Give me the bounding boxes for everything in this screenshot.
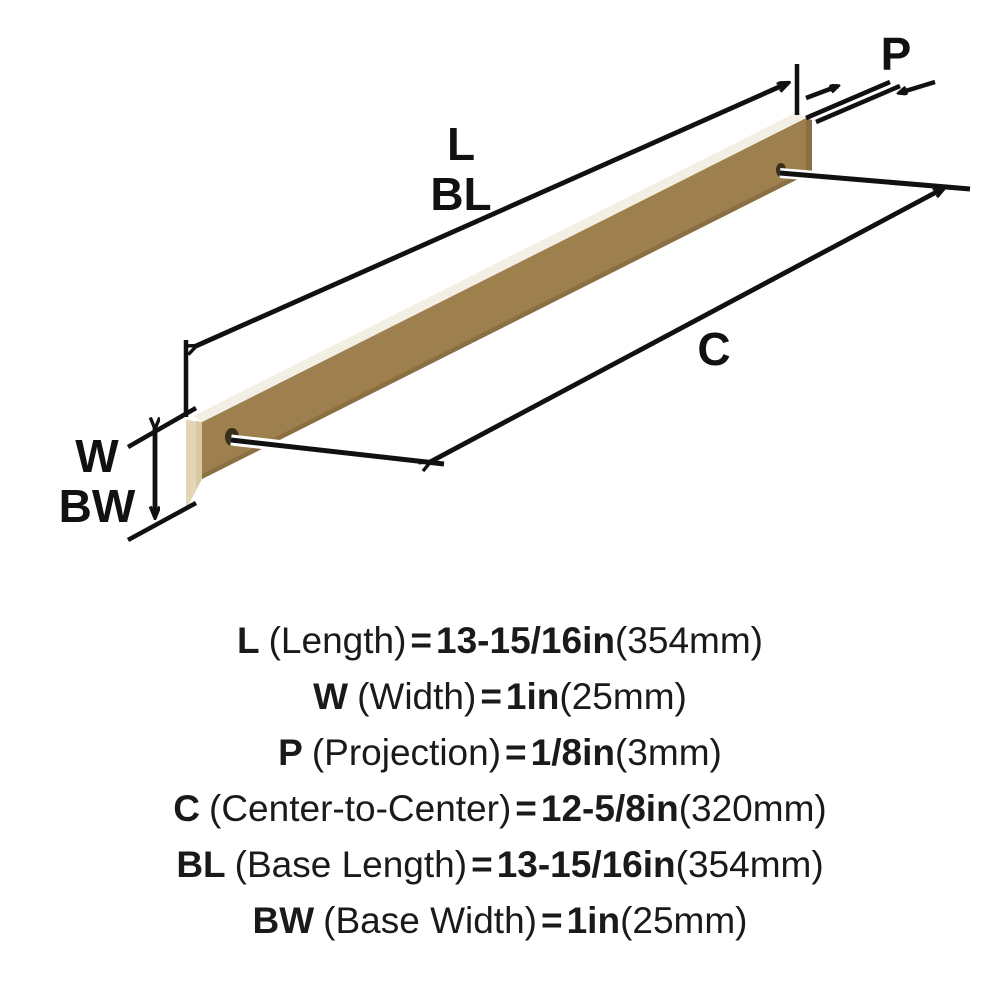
projection-arrow-right	[899, 79, 936, 93]
projection-extension-a	[805, 79, 891, 121]
width-callout: W	[75, 430, 119, 482]
legend-equals: =	[480, 675, 502, 717]
legend-row: W(Width)=1in(25mm)	[0, 668, 1000, 724]
product-drawing: L BL W BW P C	[59, 28, 971, 542]
legend-value: 1in	[505, 675, 560, 717]
legend-code: C	[173, 787, 201, 829]
projection-dimension	[805, 79, 936, 125]
legend-desc: (Projection)	[311, 731, 502, 773]
length-callout: L	[447, 118, 475, 170]
legend-desc: (Width)	[357, 675, 477, 717]
dimension-legend: L(Length)=13-15/16in(354mm) W(Width)=1in…	[0, 612, 1000, 1000]
legend-metric: (354mm)	[614, 619, 763, 661]
bar-left-end-shade	[196, 421, 202, 489]
legend-row: BL(Base Length)=13-15/16in(354mm)	[0, 836, 1000, 892]
legend-metric: (25mm)	[559, 675, 687, 717]
projection-callout: P	[881, 28, 912, 80]
projection-extension-b	[815, 83, 901, 125]
base-length-callout: BL	[430, 168, 491, 220]
legend-row: C(Center-to-Center)=12-5/8in(320mm)	[0, 780, 1000, 836]
legend-value: 13-15/16in	[436, 619, 615, 661]
legend-desc: (Base Length)	[234, 843, 468, 885]
legend-code: BW	[252, 899, 315, 941]
legend-metric: (25mm)	[620, 899, 748, 941]
legend-equals: =	[505, 731, 527, 773]
bar-top-edge	[193, 112, 806, 422]
center-to-center-dimension	[430, 188, 944, 462]
legend-desc: (Length)	[268, 619, 407, 661]
legend-desc: (Base Width)	[323, 899, 537, 941]
bar-right-end	[806, 118, 812, 176]
legend-metric: (3mm)	[614, 731, 722, 773]
legend-code: W	[313, 675, 349, 717]
legend-value: 1/8in	[530, 731, 615, 773]
legend-row: L(Length)=13-15/16in(354mm)	[0, 612, 1000, 668]
legend-equals: =	[540, 899, 563, 941]
legend-code: P	[278, 731, 303, 773]
legend-metric: (320mm)	[678, 787, 827, 829]
legend-value: 13-15/16in	[496, 843, 676, 885]
center-to-center-callout: C	[697, 323, 730, 375]
legend-value: 1in	[566, 899, 621, 941]
width-extension-bottom	[126, 501, 198, 542]
legend-equals: =	[515, 787, 537, 829]
legend-equals: =	[471, 843, 493, 885]
projection-arrow-left	[805, 86, 838, 101]
base-width-callout: BW	[59, 480, 136, 532]
legend-code: BL	[176, 843, 226, 885]
center-to-center-line	[430, 188, 944, 462]
legend-row: P(Projection)=1/8in(3mm)	[0, 724, 1000, 780]
legend-value: 12-5/8in	[540, 787, 679, 829]
legend-code: L	[236, 619, 260, 661]
legend-desc: (Center-to-Center)	[209, 787, 512, 829]
width-extension-top	[126, 406, 198, 449]
legend-equals: =	[410, 619, 433, 661]
drawing-svg: L BL W BW P C	[59, 28, 971, 542]
legend-row: BW(Base Width)=1in(25mm)	[0, 892, 1000, 948]
width-dimension	[126, 406, 198, 542]
legend-metric: (354mm)	[675, 843, 824, 885]
